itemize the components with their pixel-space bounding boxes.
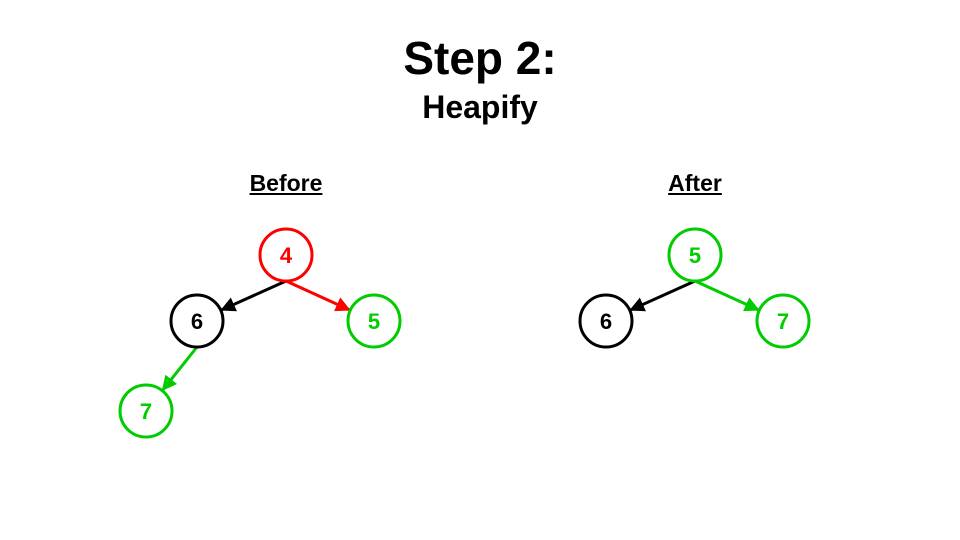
after-node-6: 6 bbox=[578, 293, 634, 349]
after-node-circle bbox=[755, 293, 811, 349]
before-edge-b4-b6 bbox=[220, 279, 287, 312]
after-node-circle bbox=[578, 293, 634, 349]
before-node-circle bbox=[169, 293, 225, 349]
after-node-5: 5 bbox=[667, 227, 723, 283]
before-node-value: 5 bbox=[368, 309, 380, 334]
after-node-value: 5 bbox=[689, 243, 701, 268]
before-node-4: 4 bbox=[258, 227, 314, 283]
nodes-layer: 4 6 5 7 5 6 7 bbox=[118, 227, 811, 439]
before-node-circle bbox=[258, 227, 314, 283]
before-node-value: 4 bbox=[280, 243, 293, 268]
slide-title: Step 2: bbox=[403, 32, 557, 84]
after-label: After bbox=[668, 170, 722, 196]
before-node-circle bbox=[346, 293, 402, 349]
before-node-7: 7 bbox=[118, 383, 174, 439]
slide-subtitle: Heapify bbox=[422, 89, 538, 125]
before-edge-b6-b7 bbox=[161, 346, 199, 392]
after-node-7: 7 bbox=[755, 293, 811, 349]
before-node-5: 5 bbox=[346, 293, 402, 349]
after-node-value: 7 bbox=[777, 309, 789, 334]
after-node-circle bbox=[667, 227, 723, 283]
after-edge-a5-a7 bbox=[694, 279, 760, 312]
before-node-value: 6 bbox=[191, 309, 203, 334]
before-node-value: 7 bbox=[140, 399, 152, 424]
edges-layer bbox=[161, 279, 760, 392]
before-node-circle bbox=[118, 383, 174, 439]
after-edge-a5-a6 bbox=[629, 279, 696, 312]
before-edge-b4-b5 bbox=[285, 279, 351, 312]
before-node-6: 6 bbox=[169, 293, 225, 349]
after-node-value: 6 bbox=[600, 309, 612, 334]
before-label: Before bbox=[249, 170, 323, 196]
